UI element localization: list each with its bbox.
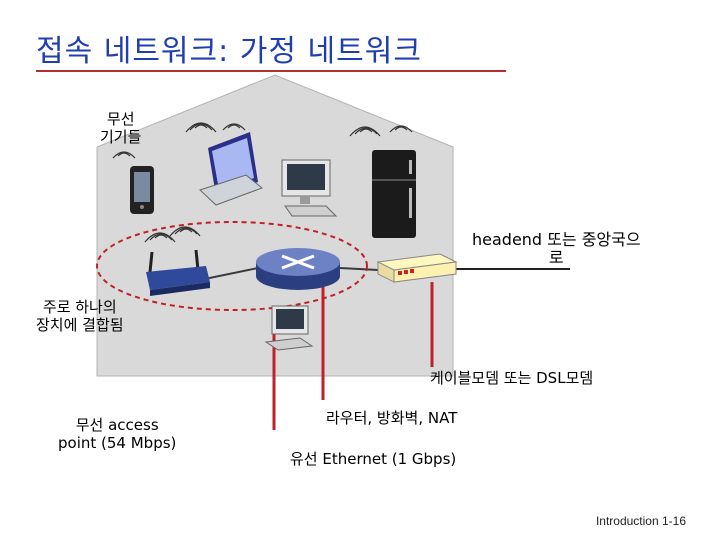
access-point-label-line2: point (54 Mbps) — [58, 434, 177, 452]
wired-ethernet-label: 유선 Ethernet (1 Gbps) — [290, 450, 457, 468]
often-combined-label-line1: 주로 하나의 — [42, 298, 117, 316]
headend-label-line1: headend 또는 중앙국으 — [472, 230, 641, 249]
wifi-waves-icon — [112, 122, 413, 243]
router-icon — [256, 248, 340, 290]
wireless-devices-label: 무선 기기들 — [100, 110, 141, 146]
headend-label: headend 또는 중앙국으 로 — [472, 231, 641, 267]
smartphone-icon — [130, 166, 154, 214]
often-combined-label-line2: 장치에 결합됨 — [36, 316, 124, 334]
wireless-devices-label-line2: 기기들 — [100, 128, 142, 146]
modem-label: 케이블모뎀 또는 DSL모뎀 — [430, 369, 594, 387]
wireless-devices-label-line1: 무선 — [106, 110, 135, 128]
cable-modem-icon — [376, 253, 458, 283]
router-to-modem-link — [339, 267, 379, 271]
laptop-icon — [199, 132, 263, 206]
headend-label-line2: 로 — [548, 248, 564, 267]
desktop-computer-icon — [281, 159, 338, 217]
slide-footer: Introduction 1-16 — [595, 514, 686, 528]
often-combined-label: 주로 하나의 장치에 결합됨 — [36, 298, 124, 334]
wired-computer-icon — [264, 305, 314, 351]
router-label: 라우터, 방화벽, NAT — [326, 409, 458, 427]
wireless-access-point-icon — [146, 249, 210, 296]
house-shape — [96, 74, 454, 377]
combined-device-ellipse — [96, 221, 368, 311]
page-title: 접속 네트워크: 가정 네트워크 — [36, 34, 422, 69]
smart-refrigerator-icon — [372, 150, 416, 238]
access-point-label-line1: 무선 access — [75, 416, 159, 434]
access-point-label: 무선 access point (54 Mbps) — [58, 416, 176, 452]
title-underline — [36, 70, 506, 72]
